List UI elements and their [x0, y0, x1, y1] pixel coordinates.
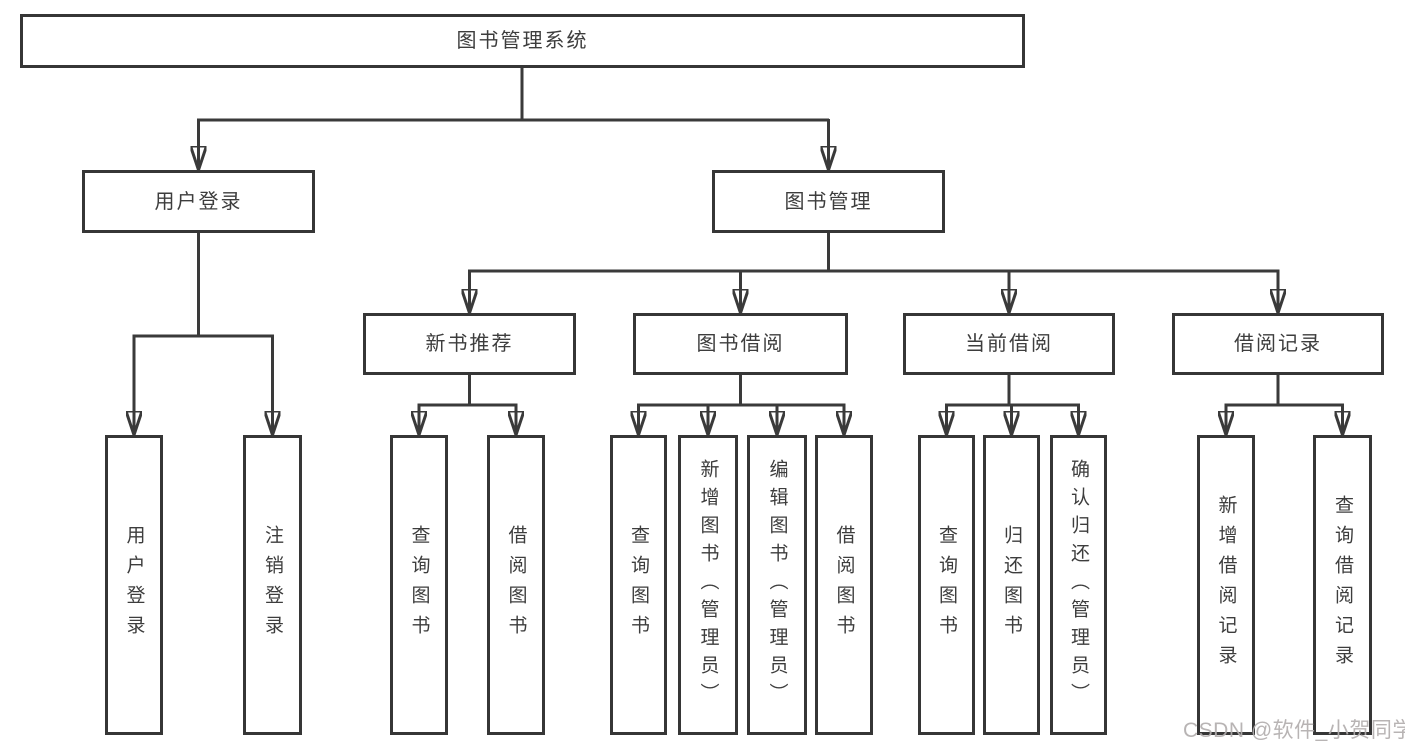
- leaf-borrowing-borrow-books: 借阅图书: [815, 435, 873, 735]
- leaf-newrec-query-books: 查询图书: [390, 435, 448, 735]
- leaf-borrowing-add-books-admin: 新增图书（管理员）: [678, 435, 738, 735]
- leaf-current-query-books: 查询图书: [918, 435, 975, 735]
- csdn-watermark: CSDN @软件_小贺同学: [1183, 719, 1405, 742]
- leaf-current-return-books: 归还图书: [983, 435, 1040, 735]
- leaf-user-login: 用户登录: [105, 435, 163, 735]
- leaf-records-add-borrow-record: 新增借阅记录: [1197, 435, 1255, 735]
- node-book-management: 图书管理: [712, 170, 945, 233]
- node-library-management-system: 图书管理系统: [20, 14, 1025, 68]
- leaf-records-query-borrow-record: 查询借阅记录: [1313, 435, 1372, 735]
- leaf-borrowing-edit-books-admin: 编辑图书（管理员）: [747, 435, 807, 735]
- leaf-current-confirm-return-admin: 确认归还（管理员）: [1050, 435, 1107, 735]
- leaf-logout: 注销登录: [243, 435, 302, 735]
- node-borrowing-records: 借阅记录: [1172, 313, 1384, 375]
- node-book-borrowing: 图书借阅: [633, 313, 848, 375]
- node-current-borrowing: 当前借阅: [903, 313, 1115, 375]
- leaf-borrowing-query-books: 查询图书: [610, 435, 667, 735]
- node-new-book-recommend: 新书推荐: [363, 313, 576, 375]
- leaf-newrec-borrow-books: 借阅图书: [487, 435, 545, 735]
- node-user-login: 用户登录: [82, 170, 315, 233]
